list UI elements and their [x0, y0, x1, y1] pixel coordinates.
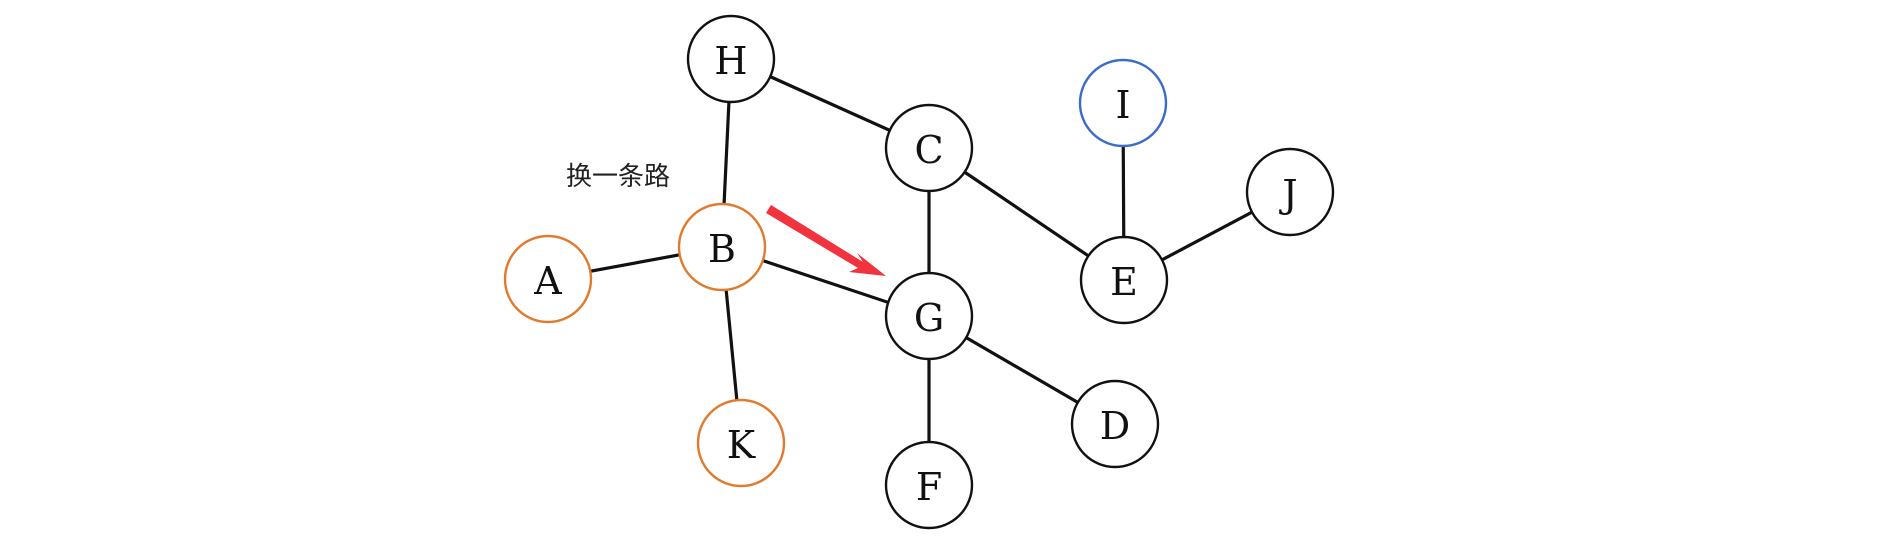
node-circle — [884, 271, 974, 361]
node-d: D — [1070, 379, 1160, 469]
node-b: B — [677, 202, 767, 292]
node-i: I — [1078, 58, 1168, 148]
node-circle — [686, 14, 776, 104]
node-label: C — [914, 128, 943, 172]
node-j: J — [1245, 147, 1335, 237]
node-circle — [884, 440, 974, 530]
node-circle — [677, 202, 767, 292]
node-circle — [884, 103, 974, 193]
node-circle — [1245, 147, 1335, 237]
node-label: E — [1110, 260, 1138, 304]
node-circle — [696, 398, 786, 488]
direction-arrow — [766, 205, 886, 276]
node-label: A — [533, 259, 562, 303]
node-circle — [503, 234, 593, 324]
node-label: D — [1100, 404, 1130, 448]
node-label: J — [1278, 172, 1297, 216]
node-label: K — [727, 423, 756, 467]
node-e: E — [1079, 235, 1169, 325]
node-c: C — [884, 103, 974, 193]
node-k: K — [696, 398, 786, 488]
nodes-layer: H C I J B A E G K D F — [503, 14, 1335, 530]
node-a: A — [503, 234, 593, 324]
annotation-text: 换一条路 — [566, 162, 670, 192]
node-label: H — [714, 39, 747, 83]
node-circle — [1070, 379, 1160, 469]
node-label: B — [708, 227, 736, 271]
node-circle — [1078, 58, 1168, 148]
node-h: H — [686, 14, 776, 104]
node-g: G — [884, 271, 974, 361]
node-label: G — [914, 296, 944, 340]
node-label: I — [1115, 83, 1130, 127]
node-label: F — [916, 465, 942, 509]
node-circle — [1079, 235, 1169, 325]
node-f: F — [884, 440, 974, 530]
